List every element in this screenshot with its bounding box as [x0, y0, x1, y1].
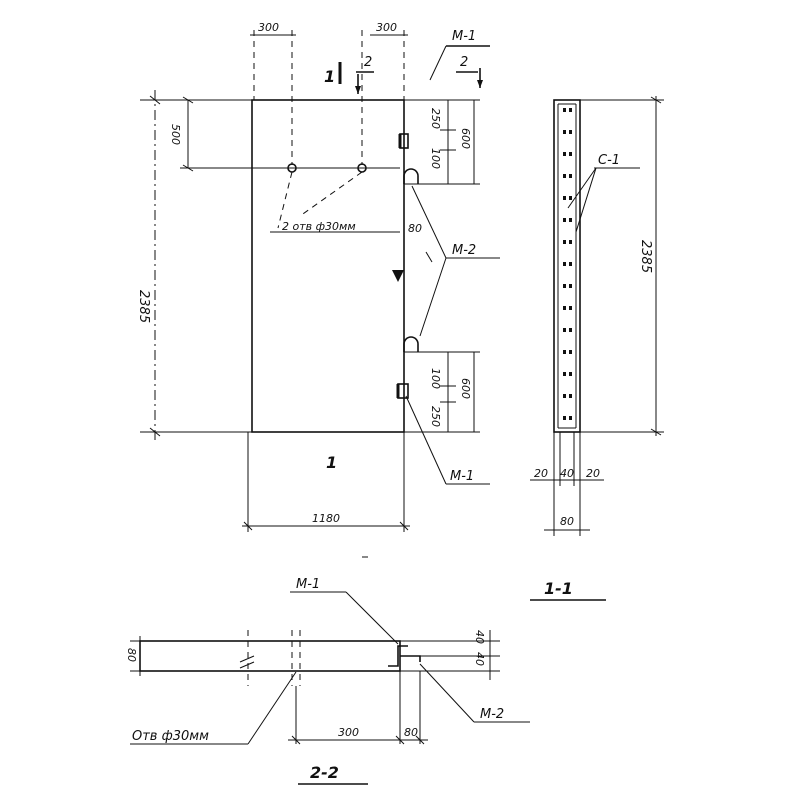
label-m2: М-2: [452, 243, 476, 258]
section-2-2: М-1 80 40 40 300 80 М-2 Отв ф30мм 2-2: [125, 577, 530, 785]
label-m2-2-2: М-2: [480, 707, 504, 722]
dim-80-height: 80: [125, 648, 138, 662]
dim-80-loop: 80: [408, 222, 422, 235]
dim-width-1180: 1180: [312, 512, 340, 525]
centre-marker: [392, 270, 404, 282]
section-1-1-height: 2385: [638, 240, 653, 273]
dim-300-left: 300: [258, 21, 279, 34]
loop-m2-section: [400, 655, 421, 662]
dim-40: 40: [560, 467, 574, 480]
dim-250-bottom: 250: [429, 406, 442, 427]
dim-100-top: 100: [429, 148, 442, 169]
label-m1-top: М-1: [452, 29, 476, 44]
dim-100-bottom: 100: [429, 368, 442, 389]
dim-300-2-2: 300: [338, 726, 359, 739]
dim-40-upper: 40: [473, 630, 486, 644]
section-mark-1-top: 1: [324, 67, 335, 86]
dim-600-bottom: 600: [459, 378, 472, 399]
dim-height-2385: 2385: [136, 290, 151, 323]
section-1-1-title: 1-1: [544, 579, 573, 598]
hole-note-2-2: Отв ф30мм: [132, 729, 209, 744]
dim-600-top: 600: [459, 128, 472, 149]
panel-outline: [251, 99, 405, 433]
dim-40-lower: 40: [473, 652, 486, 666]
label-m1-section: 2: [460, 55, 468, 70]
main-elevation: 300 300 1 2 1 2385 500 250 100 600: [136, 21, 500, 558]
dim-20-left: 20: [534, 467, 548, 480]
hole-note-main: 2 отв ф30мм: [282, 220, 356, 233]
section-1-1-outline: [553, 99, 581, 433]
section-2-2-outline: [139, 640, 401, 672]
label-m1-bottom: М-1: [450, 469, 474, 484]
section-mark-2: 2: [364, 55, 372, 70]
embed-m1-section: [388, 645, 408, 667]
section-mark-1-bottom: 1: [326, 453, 337, 472]
dim-20-right: 20: [586, 467, 600, 480]
label-m1-2-2: М-1: [296, 577, 320, 592]
dim-300-right: 300: [376, 21, 397, 34]
dim-80-2-2: 80: [404, 726, 418, 739]
loop-m2-top: [403, 168, 419, 184]
dim-250-top: 250: [429, 108, 442, 129]
section-1-1: С-1 2385 20 40 20 80 1-1: [530, 96, 664, 601]
label-c1: С-1: [598, 153, 620, 168]
dim-500: 500: [169, 124, 182, 145]
dim-80-total: 80: [560, 515, 574, 528]
rebar-dots: [563, 108, 572, 420]
loop-m2-bottom: [403, 336, 419, 352]
section-2-2-title: 2-2: [310, 763, 339, 782]
